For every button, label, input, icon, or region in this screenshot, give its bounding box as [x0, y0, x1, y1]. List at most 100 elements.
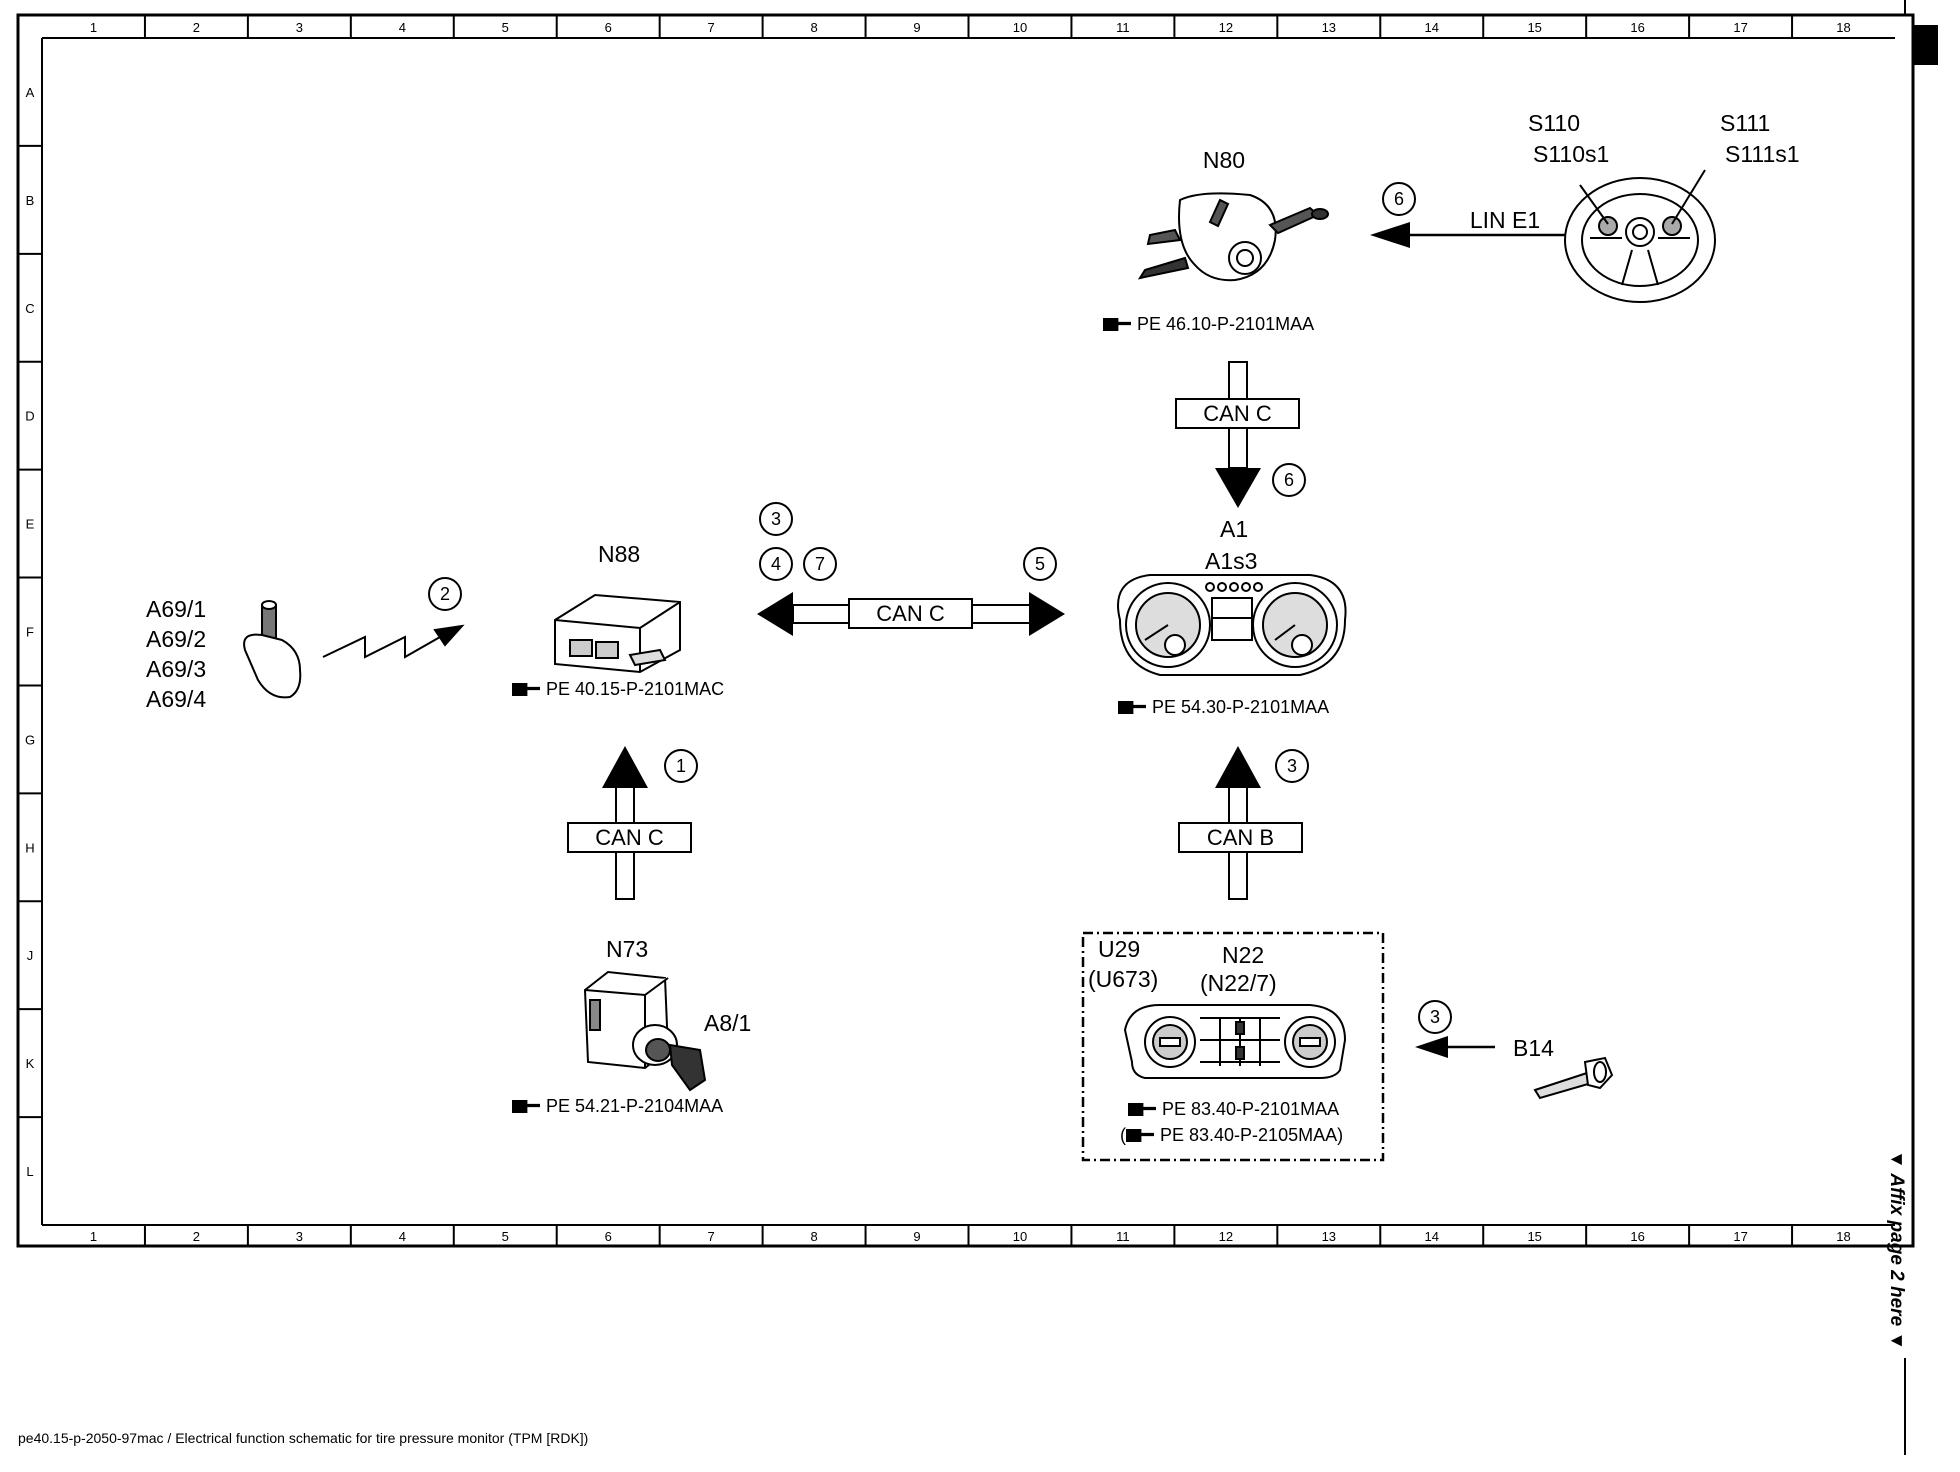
grid-column-label: 4 — [399, 20, 406, 35]
reference-hand-icon — [1126, 1129, 1154, 1142]
n88-module-icon — [554, 593, 681, 674]
n22-ref-1-text: PE 83.40-P-2101MAA — [1162, 1099, 1340, 1119]
n73-ref: PE 54.21-P-2104MAA — [512, 1097, 723, 1115]
n88-ref: PE 40.15-P-2101MAC — [512, 680, 724, 698]
n88-label: N88 — [598, 541, 641, 567]
grid-column-label: 15 — [1527, 1229, 1541, 1244]
footer-caption: pe40.15-p-2050-97mac / Electrical functi… — [18, 1430, 589, 1446]
a69-tire-sensor-icon — [243, 600, 302, 699]
n22-ref-2-prefix: ( — [1120, 1125, 1126, 1145]
u673-label: (U673) — [1088, 966, 1159, 992]
step-circle-6-can: 6 — [1272, 463, 1306, 497]
n73-ref-text: PE 54.21-P-2104MAA — [546, 1096, 724, 1116]
a1s3-label: A1s3 — [1205, 548, 1258, 574]
reference-hand-icon — [512, 1100, 540, 1113]
step-circle-2: 2 — [428, 577, 462, 611]
grid-column-label: 12 — [1219, 1229, 1233, 1244]
grid-column-label: 9 — [913, 20, 920, 35]
grid-column-label: 14 — [1425, 1229, 1439, 1244]
grid-column-label: 12 — [1219, 20, 1233, 35]
s110s1-label: S110s1 — [1533, 141, 1609, 167]
n73-ignition-switch-icon — [583, 970, 707, 1092]
step-circle-3-canb: 3 — [1275, 749, 1309, 783]
grid-column-label: 11 — [1116, 1229, 1130, 1244]
rf-signal-arrow — [322, 624, 465, 659]
step-circle-1: 1 — [664, 749, 698, 783]
grid-column-label: 10 — [1013, 20, 1027, 35]
grid-column-label: 1 — [90, 1229, 97, 1244]
b14-arrow — [1415, 1036, 1495, 1058]
grid-column-label: 8 — [810, 20, 817, 35]
grid-column-label: 8 — [810, 1229, 817, 1244]
a1-instrument-cluster-icon — [1117, 574, 1347, 676]
grid-column-label: 2 — [193, 1229, 200, 1244]
grid-column-label: 6 — [605, 20, 612, 35]
page-tab — [1912, 25, 1938, 65]
grid-row-label: J — [27, 948, 34, 963]
step-circle-3-top: 3 — [759, 502, 793, 536]
grid-row-label: H — [25, 840, 34, 855]
a1-label: A1 — [1220, 516, 1249, 542]
grid-row-label: K — [26, 1056, 35, 1071]
n22-climate-control-icon — [1123, 1004, 1347, 1079]
grid-column-label: 1 — [90, 20, 97, 35]
grid-column-label: 18 — [1836, 20, 1850, 35]
grid-column-label: 9 — [913, 1229, 920, 1244]
s111-label: S111 — [1720, 110, 1770, 136]
grid-column-label: 17 — [1733, 20, 1747, 35]
grid-row-label: D — [25, 409, 34, 424]
grid-column-label: 13 — [1322, 1229, 1336, 1244]
grid-column-label: 18 — [1836, 1229, 1850, 1244]
b14-label: B14 — [1513, 1035, 1554, 1061]
affix-note: ▼ Affix page 2 here ▼ — [1886, 1150, 1907, 1351]
reference-hand-icon — [1118, 701, 1146, 714]
s110-label: S110 — [1528, 110, 1580, 136]
a69-2-label: A69/2 — [146, 626, 207, 652]
step-circle-4: 4 — [759, 547, 793, 581]
grid-row-label: G — [25, 732, 35, 747]
a69-3-label: A69/3 — [146, 656, 207, 682]
n22-7-label: (N22/7) — [1200, 970, 1277, 996]
reference-hand-icon — [1128, 1103, 1156, 1116]
a1-ref-text: PE 54.30-P-2101MAA — [1152, 697, 1330, 717]
grid-column-label: 15 — [1527, 20, 1541, 35]
grid-column-label: 16 — [1630, 20, 1644, 35]
can-c-vertical-arrow — [1215, 361, 1261, 508]
n22-ref-1: PE 83.40-P-2101MAA — [1128, 1100, 1339, 1118]
lin-e1-arrow — [1370, 222, 1565, 248]
grid-row-label: E — [26, 517, 35, 532]
grid-row-label: B — [26, 193, 35, 208]
reference-hand-icon — [512, 683, 540, 696]
n22-ref-2: ( PE 83.40-P-2105MAA) — [1120, 1126, 1343, 1144]
n22-ref-2-text: PE 83.40-P-2105MAA) — [1160, 1125, 1344, 1145]
grid-column-label: 11 — [1116, 20, 1130, 35]
grid-column-label: 3 — [296, 1229, 303, 1244]
grid-column-label: 4 — [399, 1229, 406, 1244]
step-circle-3-b14: 3 — [1418, 1000, 1452, 1034]
grid-column-label: 2 — [193, 20, 200, 35]
n80-icon — [1137, 192, 1329, 282]
reference-hand-icon — [1103, 318, 1131, 331]
a69-1-label: A69/1 — [146, 596, 207, 622]
s111s1-label: S111s1 — [1725, 141, 1800, 167]
grid-column-label: 7 — [708, 20, 715, 35]
can-c-horizontal-box: CAN C — [848, 598, 973, 629]
n88-ref-text: PE 40.15-P-2101MAC — [546, 679, 725, 699]
can-c-vertical-box: CAN C — [1175, 398, 1300, 429]
grid-column-label: 10 — [1013, 1229, 1027, 1244]
step-circle-5: 5 — [1023, 547, 1057, 581]
step-circle-7: 7 — [803, 547, 837, 581]
grid-row-label: F — [26, 625, 34, 640]
grid-column-label: 13 — [1322, 20, 1336, 35]
step-circle-6-lin: 6 — [1382, 182, 1416, 216]
u29-label: U29 — [1098, 936, 1141, 962]
grid-column-label: 16 — [1630, 1229, 1644, 1244]
grid-column-label: 14 — [1425, 20, 1439, 35]
n80-ref-text: PE 46.10-P-2101MAA — [1137, 314, 1315, 334]
lin-e1-label: LIN E1 — [1470, 207, 1540, 233]
grid-column-label: 5 — [502, 1229, 509, 1244]
grid-column-label: 17 — [1733, 1229, 1747, 1244]
n80-ref: PE 46.10-P-2101MAA — [1103, 315, 1314, 333]
can-c-n73-box: CAN C — [567, 822, 692, 853]
